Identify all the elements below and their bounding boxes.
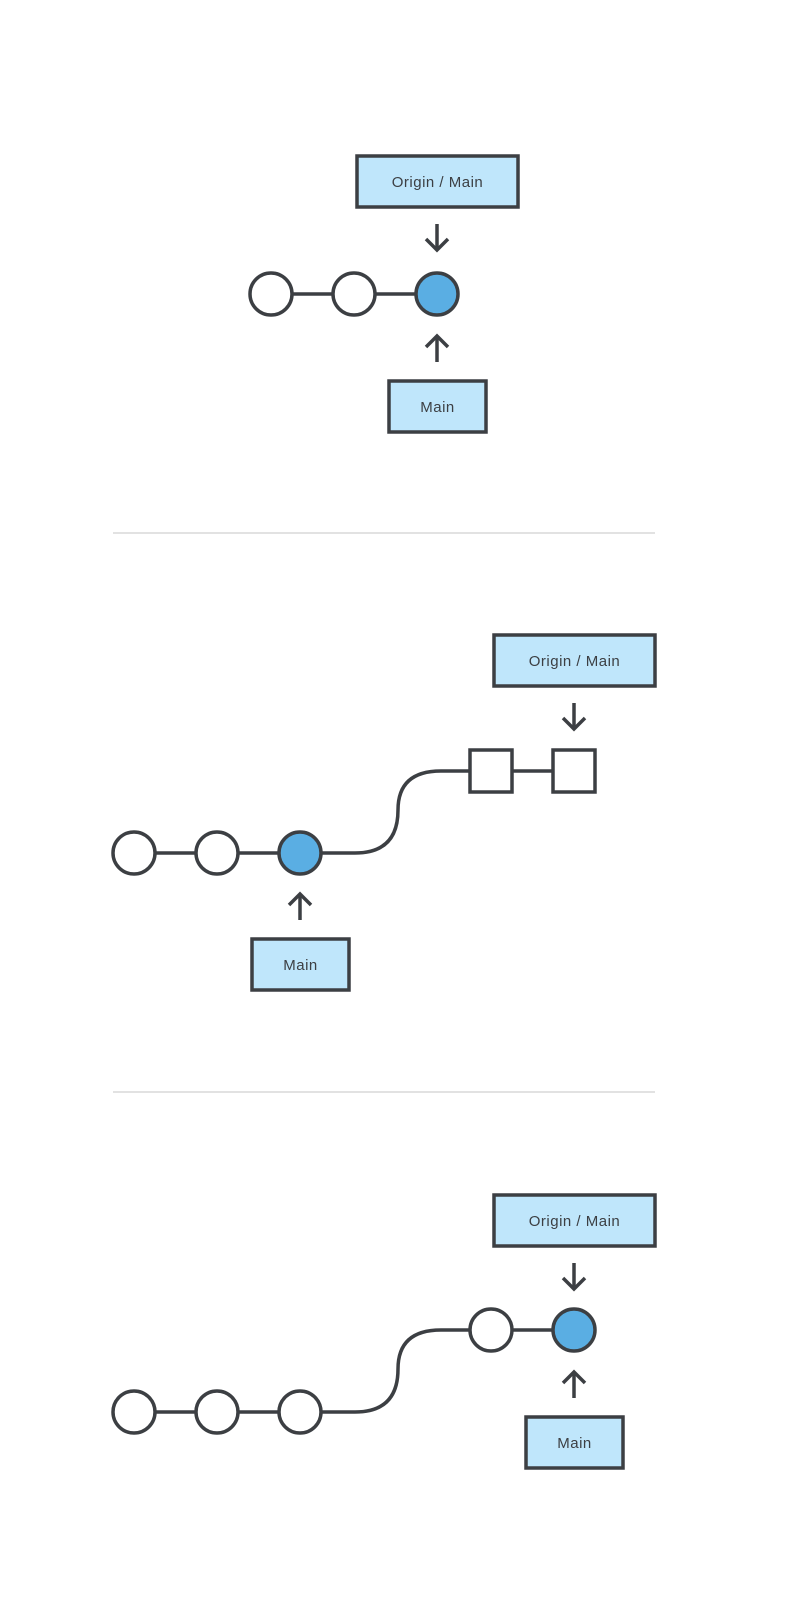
commit-node [468,1307,514,1353]
origin-main-label: Origin / Main [492,1193,657,1248]
origin-main-label: Origin / Main [355,154,520,209]
commit-node [194,1389,240,1435]
origin-main-label-text: Origin / Main [529,1213,621,1230]
main-label: Main [250,937,351,992]
origin-main-label-text: Origin / Main [392,174,484,191]
arrow-down-icon [561,1261,587,1291]
commit-node [277,1389,323,1435]
main-label: Main [387,379,488,434]
diagram-3: Origin / Main Main [111,1193,657,1470]
main-label-text: Main [557,1435,592,1452]
arrow-up-icon [561,1370,587,1400]
main-label-text: Main [420,399,455,416]
origin-main-label-text: Origin / Main [529,653,621,670]
commit-node [194,830,240,876]
branch-curve [300,1328,491,1414]
branch-curve [300,769,491,855]
main-label: Main [524,1415,625,1470]
commit-node [331,271,377,317]
diagram-2: Origin / Main Main [111,633,657,992]
arrow-down-icon [561,701,587,731]
diagram-1: Origin / Main Main [248,154,520,434]
arrow-up-icon [424,334,450,364]
head-commit-node [277,830,323,876]
commit-node [111,830,157,876]
arrow-down-icon [424,222,450,252]
main-label-text: Main [283,957,318,974]
remote-commit-node [551,748,597,794]
commit-node [111,1389,157,1435]
head-commit-node [551,1307,597,1353]
arrow-up-icon [287,892,313,922]
head-commit-node [414,271,460,317]
origin-main-label: Origin / Main [492,633,657,688]
commit-node [248,271,294,317]
remote-commit-node [468,748,514,794]
